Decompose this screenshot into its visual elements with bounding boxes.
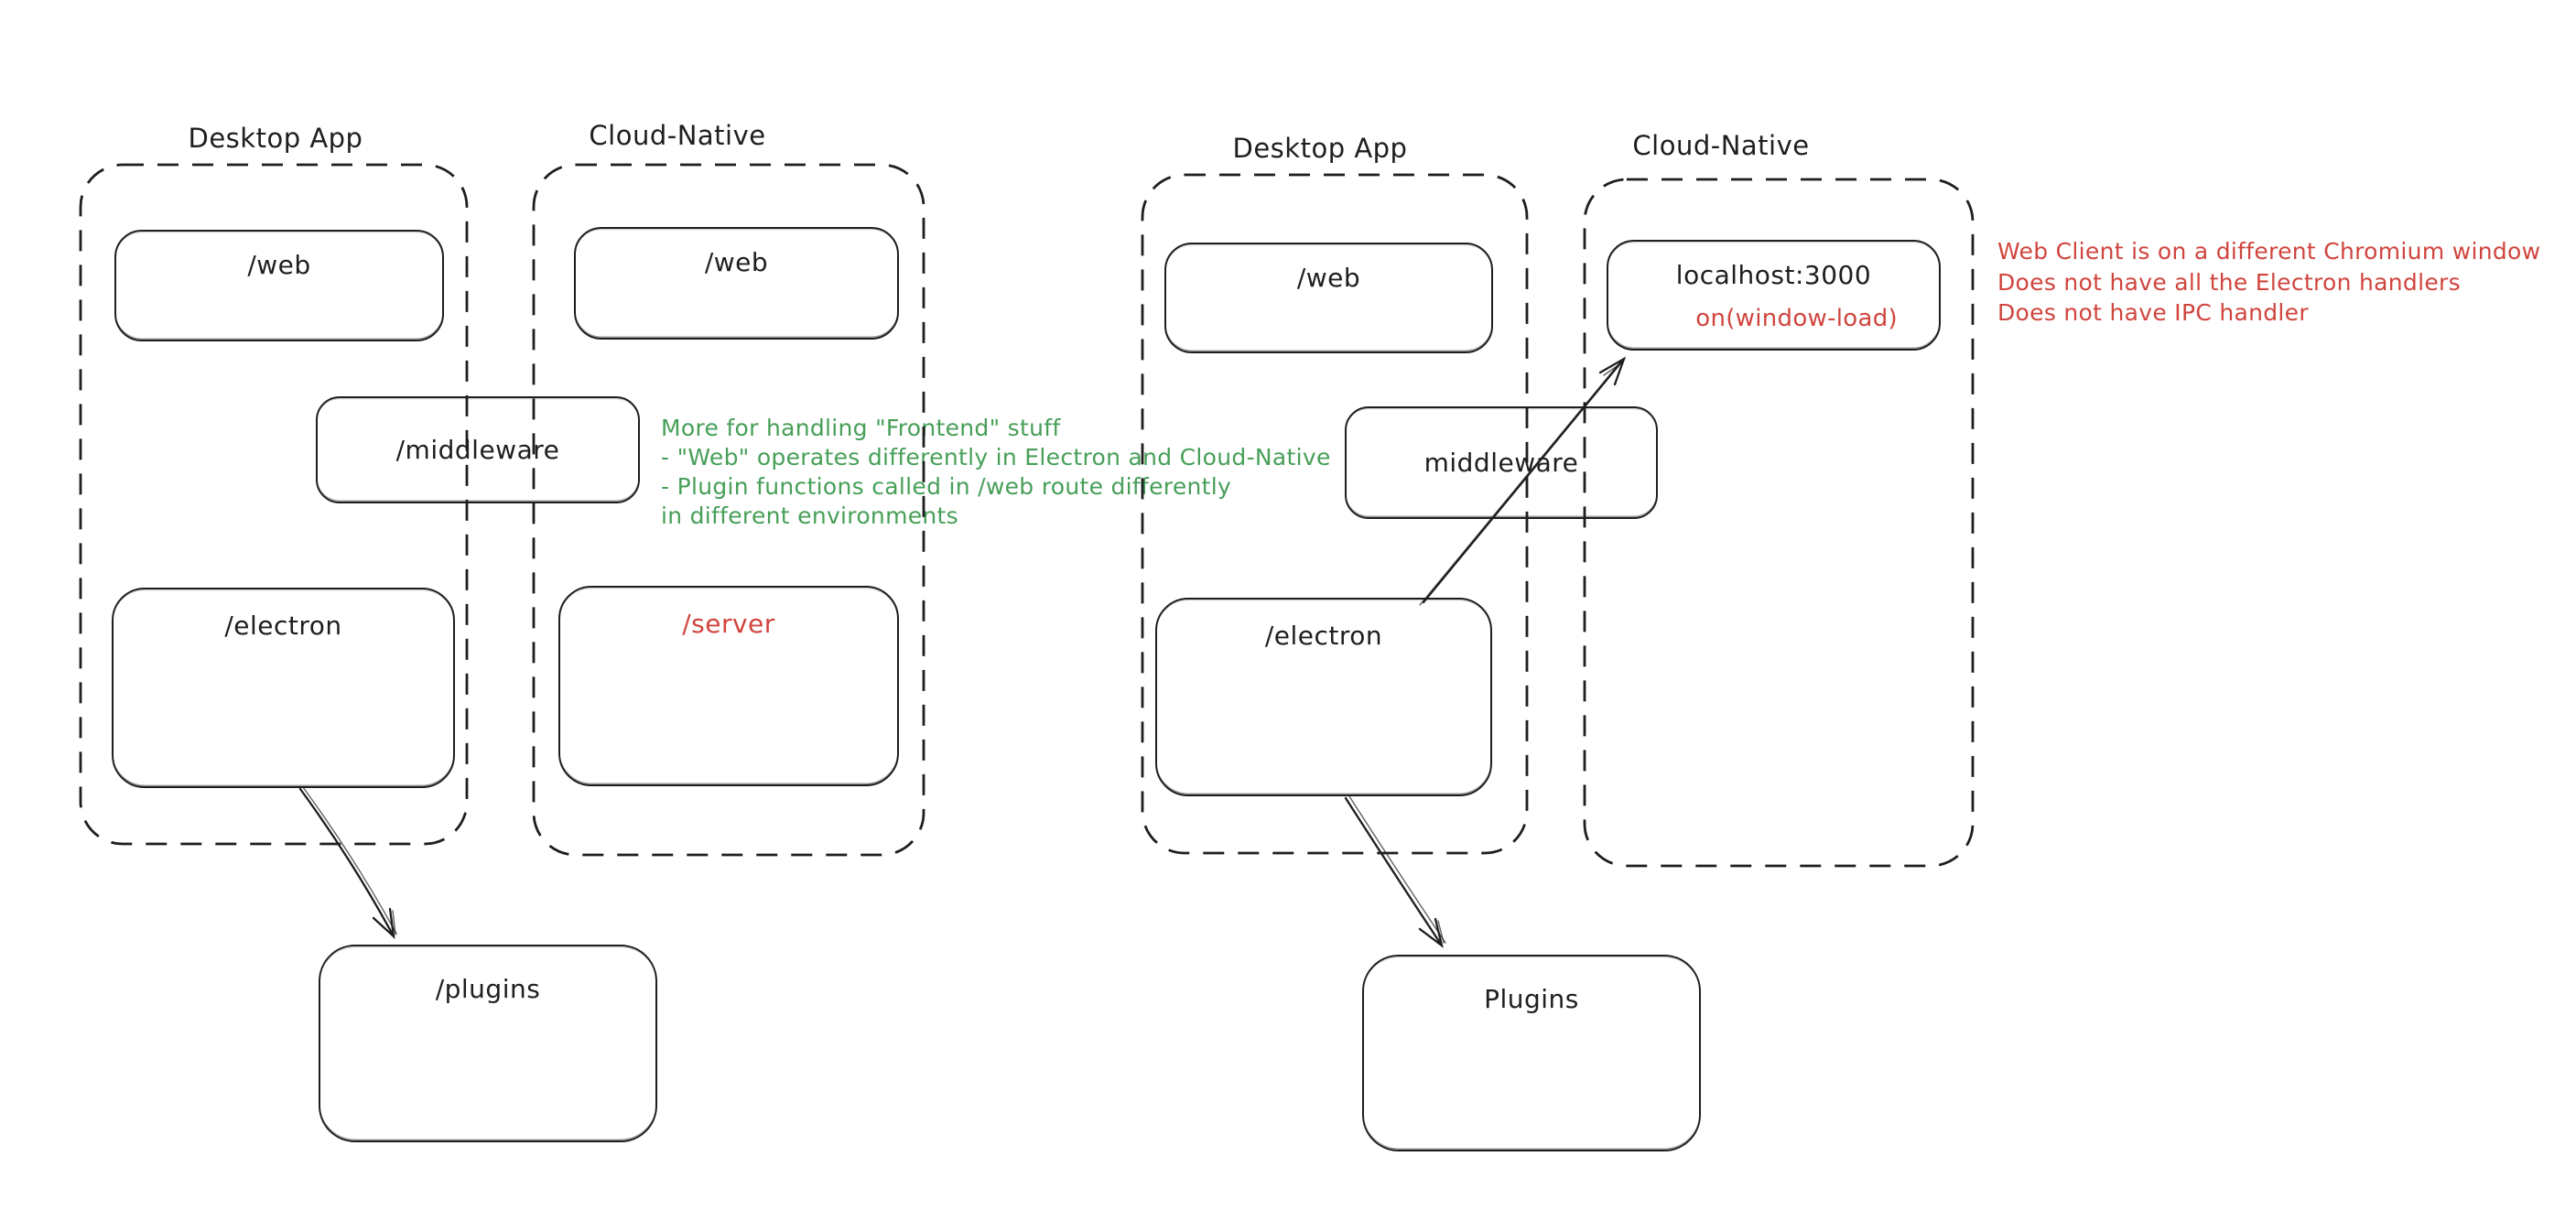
right-electron-box[interactable]: /electron <box>1155 598 1492 796</box>
left-desktop-web-box-label: /web <box>247 250 311 280</box>
red-note[interactable]: Web Client is on a different Chromium wi… <box>1997 236 2540 329</box>
left-middleware-box[interactable]: /middleware <box>316 396 640 503</box>
left-plugins-box-label: /plugins <box>435 974 541 1004</box>
right-middleware-box-label: middleware <box>1423 448 1579 478</box>
arrow-left-electron-to-plugins[interactable] <box>298 786 397 939</box>
left-cloud-web-box-label: /web <box>704 247 769 277</box>
right-electron-box-label: /electron <box>1264 621 1383 651</box>
left-electron-box-label: /electron <box>224 611 342 641</box>
red-note-line-2: Does not have all the Electron handlers <box>1997 268 2461 296</box>
left-desktop-web-box[interactable]: /web <box>114 230 444 341</box>
red-note-line-1: Web Client is on a different Chromium wi… <box>1997 238 2541 265</box>
red-note-line-3: Does not have IPC handler <box>1997 299 2309 326</box>
left-server-box[interactable]: /server <box>558 586 899 786</box>
left-cloud-web-box[interactable]: /web <box>574 227 899 340</box>
left-middleware-box-label: /middleware <box>395 435 560 465</box>
right-desktop-web-box[interactable]: /web <box>1164 243 1493 353</box>
left-desktop-app-label[interactable]: Desktop App <box>188 123 363 154</box>
green-note[interactable]: More for handling "Frontend" stuff - "We… <box>661 414 1331 531</box>
right-middleware-box[interactable]: middleware <box>1345 406 1658 519</box>
right-localhost-box-title: localhost:3000 <box>1675 260 1872 290</box>
green-note-line-4: in different environments <box>661 503 958 529</box>
left-electron-box[interactable]: /electron <box>112 588 455 788</box>
left-server-box-label: /server <box>682 609 775 639</box>
arrow-right-electron-to-plugins[interactable] <box>1344 795 1446 948</box>
right-plugins-box-label: Plugins <box>1484 984 1579 1014</box>
left-cloud-native-label[interactable]: Cloud-Native <box>589 120 766 151</box>
right-plugins-box[interactable]: Plugins <box>1362 955 1701 1151</box>
green-note-line-2: - "Web" operates differently in Electron… <box>661 444 1331 470</box>
right-cloud-native-label[interactable]: Cloud-Native <box>1632 130 1810 161</box>
right-desktop-web-box-label: /web <box>1296 263 1361 293</box>
right-localhost-box[interactable]: localhost:3000 on(window-load) <box>1607 240 1941 351</box>
green-note-line-1: More for handling "Frontend" stuff <box>661 415 1061 441</box>
right-localhost-box-event: on(window-load) <box>1695 305 1898 332</box>
right-desktop-app-label[interactable]: Desktop App <box>1232 133 1408 164</box>
green-note-line-3: - Plugin functions called in /web route … <box>661 473 1232 500</box>
left-plugins-box[interactable]: /plugins <box>319 945 657 1142</box>
